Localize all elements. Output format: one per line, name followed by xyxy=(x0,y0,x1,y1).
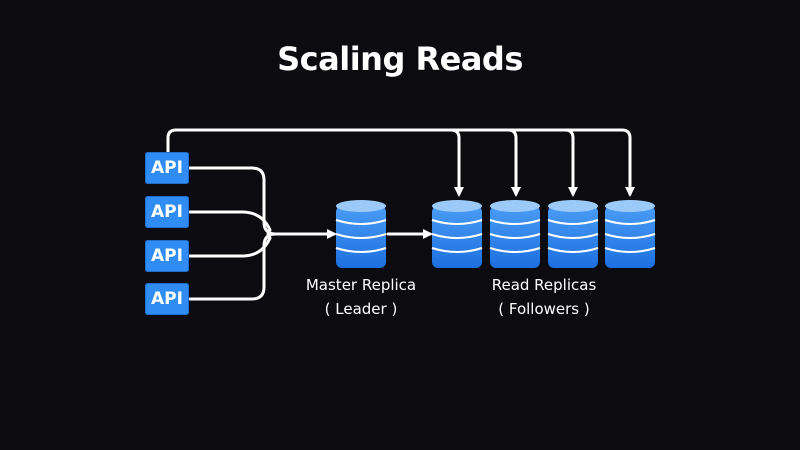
replica-database-icon xyxy=(431,200,483,268)
master-database-icon xyxy=(335,200,387,268)
write-arrow-api-2 xyxy=(188,210,272,232)
api-node-label: API xyxy=(151,158,183,178)
diagram-title: Scaling Reads xyxy=(277,40,523,78)
api-node-label: API xyxy=(151,289,183,309)
read-arrow-replica-1 xyxy=(449,128,464,197)
write-routing-arrows xyxy=(188,166,433,301)
write-arrow-api-4 xyxy=(188,232,278,301)
master-role: ( Leader ) xyxy=(324,300,398,318)
read-arrow-replica-3 xyxy=(563,128,578,197)
read-arrow-replica-2 xyxy=(506,128,521,197)
replica-database-icon xyxy=(489,200,541,268)
read-routing-arrows xyxy=(166,128,635,197)
master-name: Master Replica xyxy=(305,276,417,294)
api-node: API xyxy=(145,196,189,228)
api-node: API xyxy=(145,283,189,315)
master-label: Master Replica ( Leader ) xyxy=(296,273,426,321)
replicas-label: Read Replicas ( Followers ) xyxy=(474,273,614,321)
api-node: API xyxy=(145,152,189,184)
write-arrow-api-3 xyxy=(188,236,272,258)
api-node-label: API xyxy=(151,202,183,222)
write-arrow-api-1 xyxy=(188,166,278,236)
replicas-name: Read Replicas xyxy=(491,276,597,294)
replica-database-icon xyxy=(604,200,656,268)
replica-database-icon xyxy=(547,200,599,268)
replicas-role: ( Followers ) xyxy=(498,300,590,318)
api-node: API xyxy=(145,240,189,272)
read-arrow-trunk xyxy=(166,128,635,197)
api-node-label: API xyxy=(151,246,183,266)
